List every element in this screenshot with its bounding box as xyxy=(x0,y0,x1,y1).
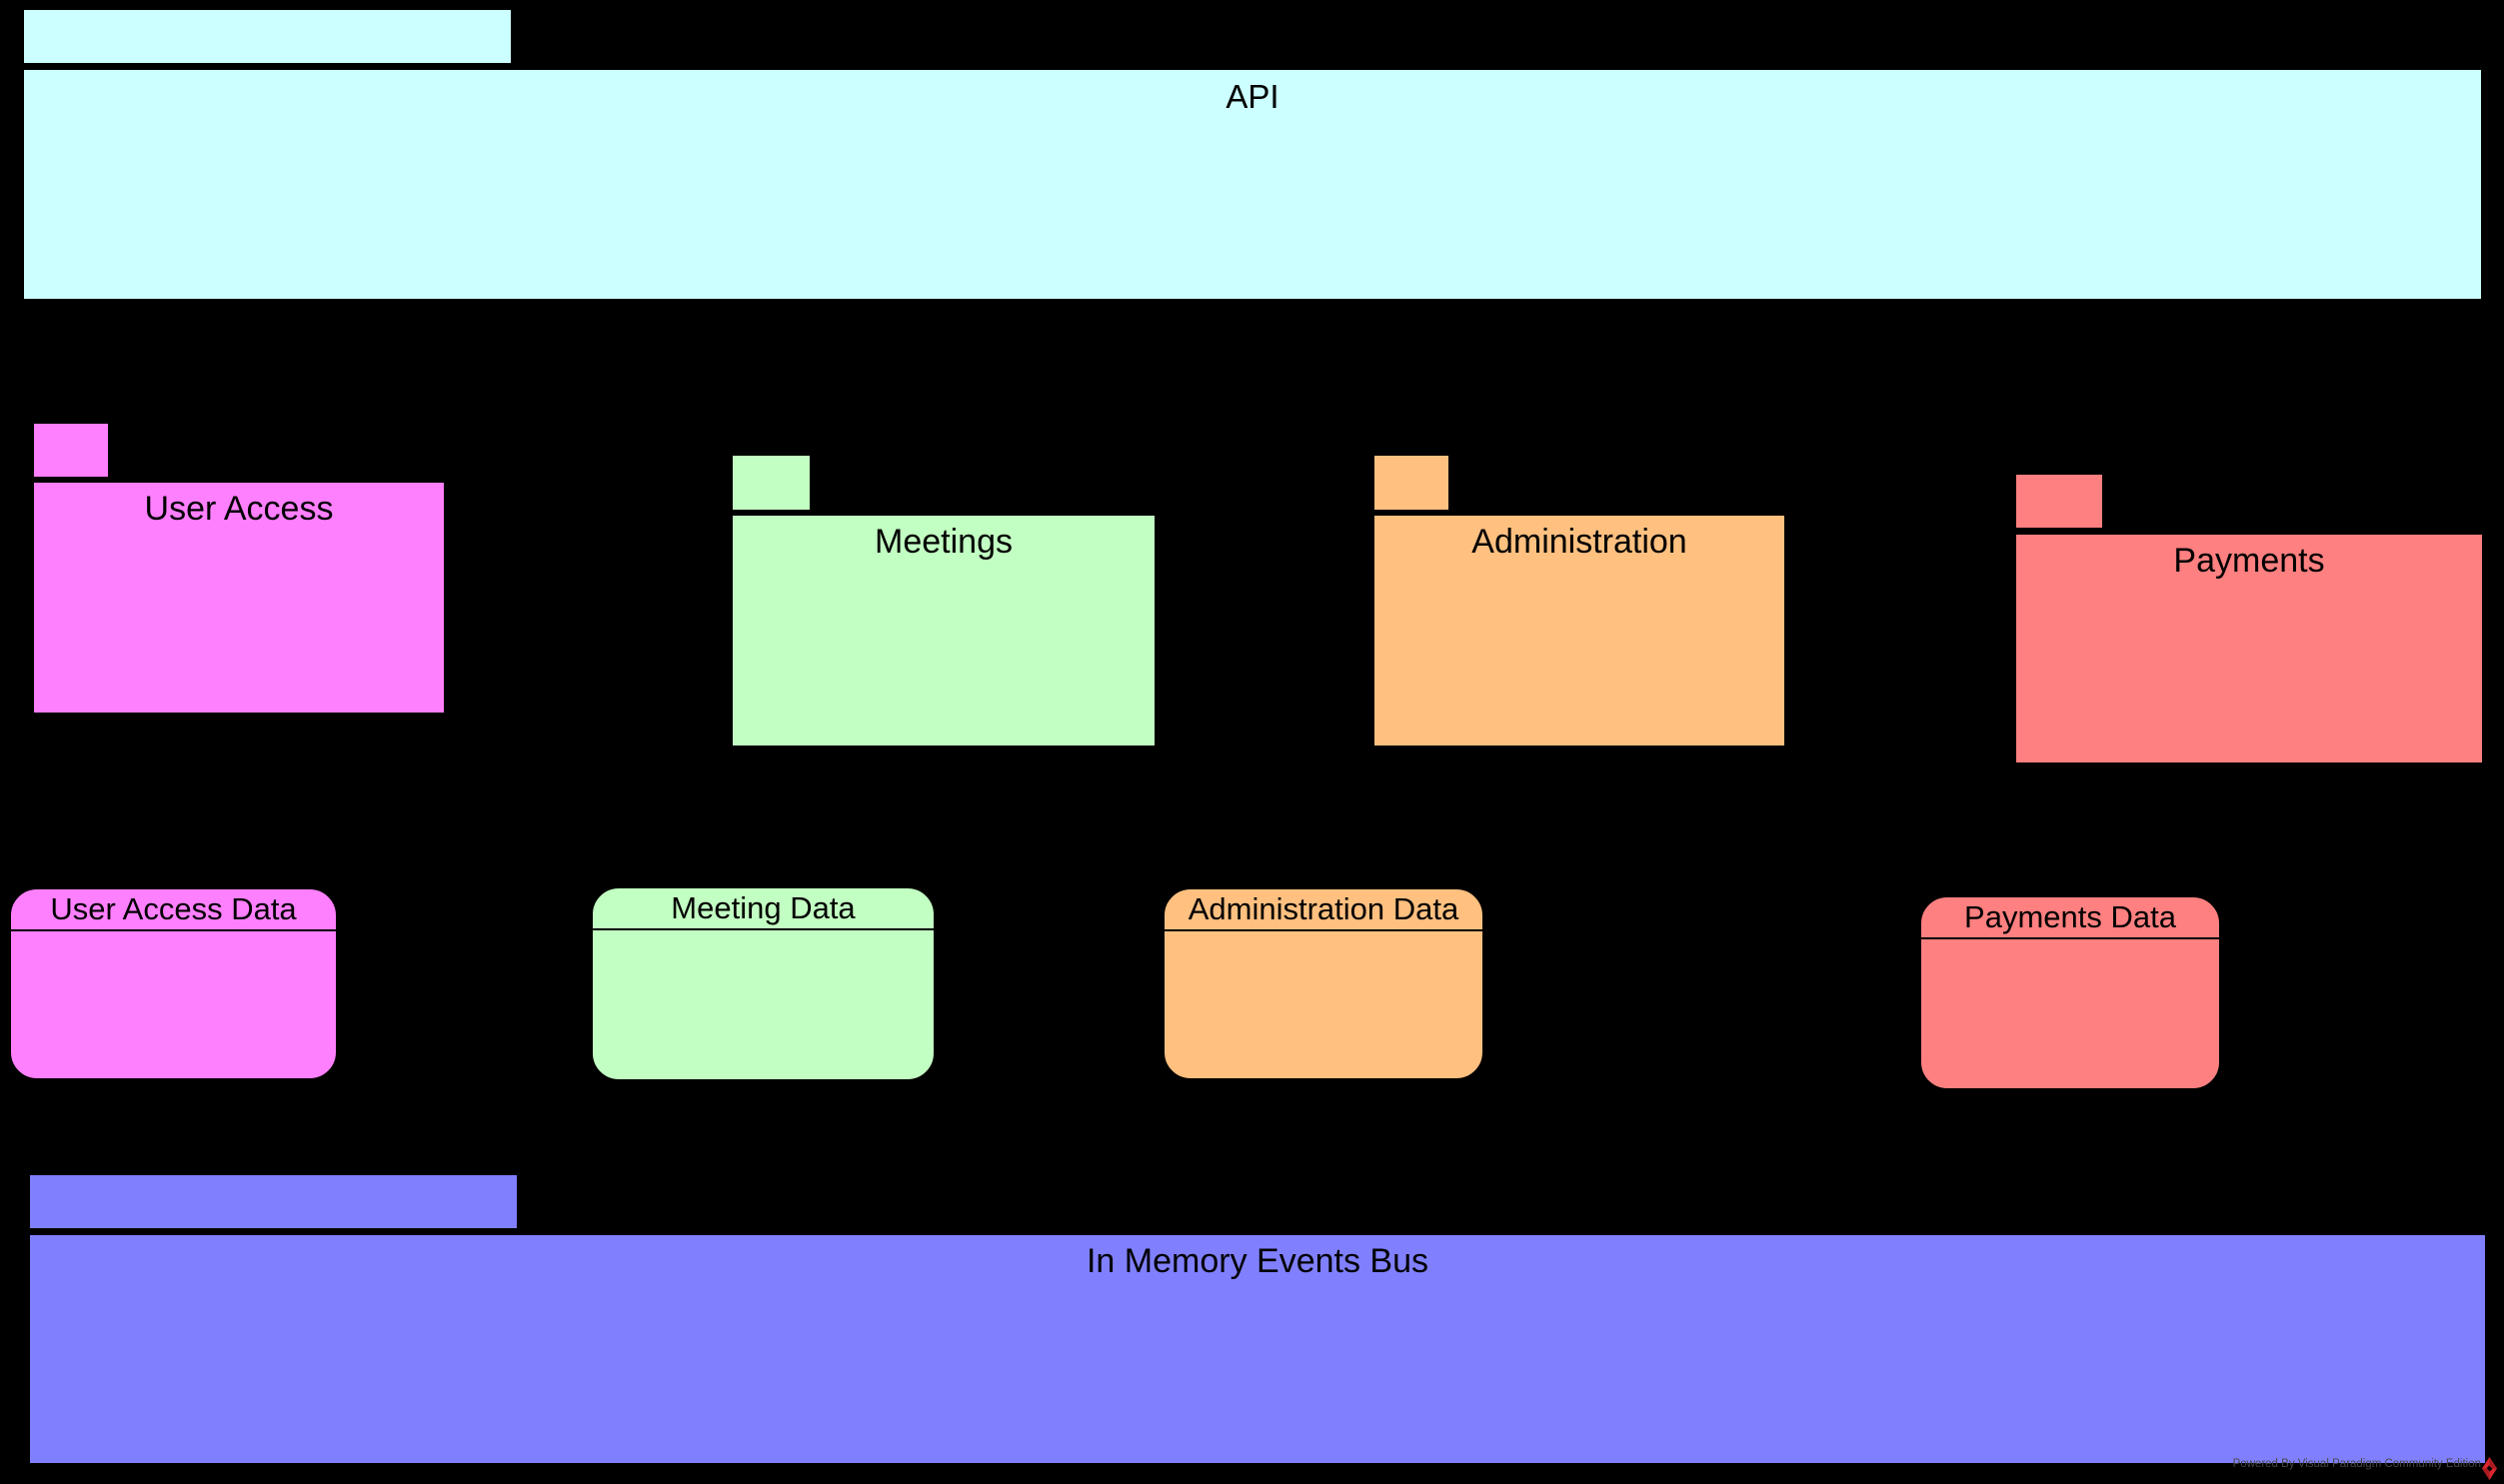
package-api-label: API xyxy=(1226,78,1279,115)
package-meetings-label: Meetings xyxy=(875,523,1013,561)
data-node-administration-data-label: Administration Data xyxy=(1165,889,1482,931)
data-node-meeting-data-label: Meeting Data xyxy=(593,888,934,930)
visual-paradigm-logo-icon xyxy=(2482,1457,2497,1480)
data-node-meeting-data: Meeting Data xyxy=(591,886,936,1081)
package-events-bus-tab xyxy=(28,1173,519,1230)
package-user-access-body: User Access xyxy=(32,481,446,715)
package-administration-label: Administration xyxy=(1471,523,1687,561)
data-node-user-access-data-label: User Access Data xyxy=(11,889,336,931)
package-administration-body: Administration xyxy=(1372,514,1786,747)
data-node-administration-data: Administration Data xyxy=(1163,887,1484,1080)
package-meetings-body: Meetings xyxy=(731,514,1157,747)
package-payments-label: Payments xyxy=(2173,542,2325,580)
package-administration-tab xyxy=(1372,454,1450,512)
package-meetings-tab xyxy=(731,454,812,512)
package-api-body: API xyxy=(22,68,2483,301)
data-node-payments-data-label: Payments Data xyxy=(1921,897,2219,939)
watermark-text: Powered By Visual Paradigm Community Edi… xyxy=(2232,1458,2481,1470)
package-payments-tab xyxy=(2014,473,2104,530)
package-events-bus-body: In Memory Events Bus xyxy=(28,1233,2487,1465)
package-events-bus-label: In Memory Events Bus xyxy=(1086,1242,1428,1280)
package-api-tab xyxy=(22,8,513,65)
package-user-access-tab xyxy=(32,422,110,479)
package-payments-body: Payments xyxy=(2014,533,2484,764)
package-user-access-label: User Access xyxy=(144,490,334,528)
data-node-payments-data: Payments Data xyxy=(1919,895,2221,1090)
data-node-user-access-data: User Access Data xyxy=(9,887,338,1080)
